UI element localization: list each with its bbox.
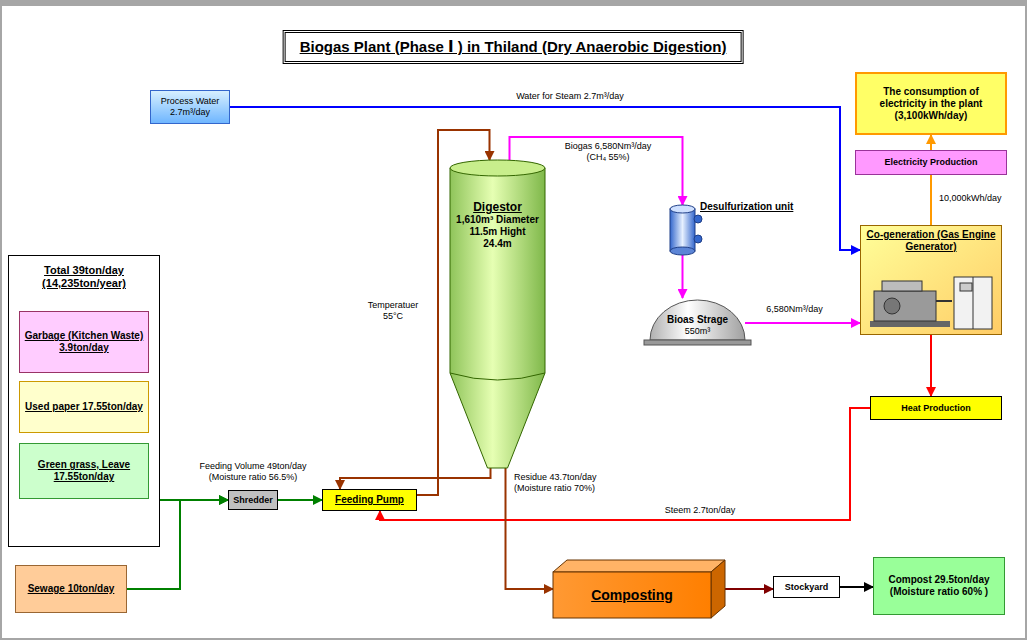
process-box: Heat Production: [870, 396, 1002, 420]
flow-label: Temperatuer 55°C: [358, 300, 428, 322]
node-detail: 550m³: [685, 326, 711, 337]
flow-label: Biogas 6,580Nm³/day (CH₄ 55%): [552, 141, 664, 163]
flow-line: [930, 335, 932, 396]
input-group: Total 39ton/day (14,235ton/year) Garbage …: [8, 255, 160, 547]
node-detail: 1,610m³ Diameter 11.5m Hight 24.4m: [456, 214, 539, 250]
gas-storage: Bioas Strage550m³: [650, 298, 745, 348]
composting-box: Composting: [553, 560, 725, 618]
flow-line: [340, 468, 491, 489]
process-box: Electricity Production: [855, 150, 1007, 175]
node-label: Garbage (Kitchen Waste) 3.9ton/day: [24, 330, 144, 354]
flow-line: [725, 588, 773, 590]
node-label: Feeding Pump: [335, 494, 404, 506]
input-box: Green grass, Leave 17.55ton/day: [19, 443, 149, 499]
flow-line: [745, 322, 860, 324]
output-box: Compost 29.5ton/day (Moisture ratio 60% …: [873, 557, 1005, 615]
flow-line: [682, 255, 684, 298]
node-label: Desulfurization unit: [700, 201, 793, 213]
node-label: Digestor: [473, 200, 522, 214]
node-label: Shredder: [233, 495, 273, 506]
node-label: Used paper 17.55ton/day: [25, 401, 143, 413]
digester-tank: Digestor1,610m³ Diameter 11.5m Hight 24.…: [450, 160, 545, 468]
input-box: Sewage 10ton/day: [15, 565, 127, 613]
node-label: Composting: [591, 587, 673, 604]
water-box: Process Water 2.7m³/day: [150, 90, 230, 124]
process-box: Feeding Pump: [322, 489, 417, 511]
diagram-title: Biogas Plant (Phase Ⅰ ) in Thiland (Dry …: [283, 30, 744, 64]
flow-label: 6,580Nm³/day: [752, 304, 837, 315]
flow-label: Feeding Volume 49ton/day (Moisture ratio…: [188, 461, 318, 483]
node-label: Compost 29.5ton/day (Moisture ratio 60% …: [878, 574, 1000, 598]
process-box: Stockyard: [773, 576, 840, 598]
flow-label: Steem 2.7ton/day: [640, 505, 760, 516]
input-box: Used paper 17.55ton/day: [19, 381, 149, 433]
output-box: The consumption of electricity in the pl…: [855, 72, 1007, 135]
process-box: Shredder: [228, 490, 278, 510]
cogeneration-unit: Co-generation (Gas Engine Generator): [860, 225, 1002, 335]
flow-label: Water for Steam 2.7m³/day: [470, 91, 670, 102]
flow-line: [930, 175, 932, 225]
node-label: The consumption of electricity in the pl…: [861, 86, 1001, 122]
input-box: Garbage (Kitchen Waste) 3.9ton/day: [19, 311, 149, 373]
flow-line: [278, 499, 322, 501]
node-label: Electricity Production: [884, 157, 977, 168]
flow-line: [930, 135, 932, 150]
node-label: Stockyard: [785, 582, 829, 593]
flow-line: [840, 586, 873, 588]
node-label: Co-generation (Gas Engine Generator): [864, 229, 998, 253]
desulfurization-unit-outline: [670, 205, 695, 255]
flow-label: 10,000kWh/day: [937, 193, 1019, 204]
desulfurization-unit: Desulfurization unit: [670, 205, 695, 255]
node-label: Sewage 10ton/day: [28, 583, 115, 595]
flow-line: [380, 408, 870, 520]
node-label: Heat Production: [901, 403, 971, 414]
flow-label: Residue 43.7ton/day (Moisture ratio 70%): [512, 472, 624, 494]
node-label: Green grass, Leave 17.55ton/day: [24, 459, 144, 483]
node-label: Total 39ton/day (14,235ton/year): [13, 264, 155, 290]
node-label: Bioas Strage: [667, 314, 728, 326]
node-label: Process Water 2.7m³/day: [155, 96, 225, 118]
